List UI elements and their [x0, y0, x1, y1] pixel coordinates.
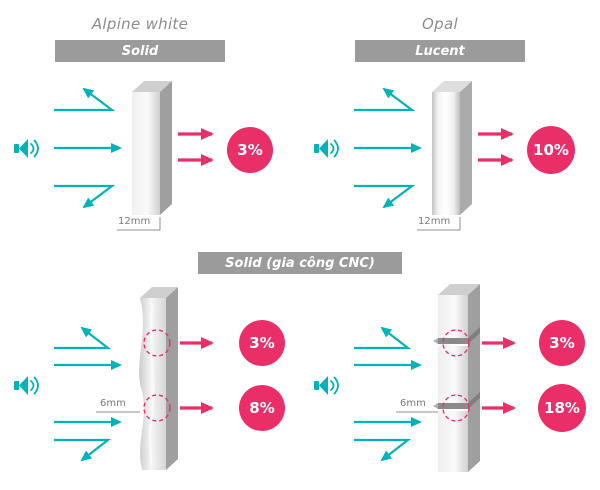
thickness-label: 12mm: [418, 216, 451, 227]
speaker-icon: [14, 376, 39, 395]
transmitted-arrows: [178, 128, 214, 166]
thickness-measure: [117, 217, 161, 231]
scene-cnc-groove: [314, 284, 516, 472]
scene-lucent: [314, 81, 514, 231]
transmission-badge: 18%: [538, 384, 586, 432]
transmitted-arrows: [180, 337, 214, 414]
incident-reflected-arrows: [54, 87, 122, 209]
incident-reflected-arrows: [54, 326, 122, 462]
transmission-badge: 3%: [539, 320, 585, 366]
incident-reflected-arrows: [354, 326, 422, 462]
transmitted-arrows: [482, 337, 516, 414]
sample-point-circles: [143, 329, 171, 422]
thickness-label: 6mm: [100, 398, 126, 409]
panel-lucent-12mm: [432, 81, 472, 215]
type-banner-solid: Solid: [55, 40, 225, 62]
cnc-banner: Solid (gia công CNC): [198, 252, 402, 274]
transmission-badge: 3%: [227, 127, 273, 173]
sample-point-circles: [442, 329, 470, 422]
speaker-icon: [14, 139, 39, 158]
scene-solid: [14, 81, 214, 231]
panel-cnc-groove-6mm: [433, 284, 480, 472]
thickness-label: 12mm: [118, 216, 151, 227]
type-banner-lucent: Lucent: [355, 40, 525, 62]
transmission-badge: 10%: [527, 126, 575, 174]
thickness-measure: [417, 217, 461, 231]
scene-cnc-wave: [14, 287, 214, 470]
transmission-badge: 3%: [239, 320, 285, 366]
panel-solid-12mm: [132, 81, 172, 215]
material-label-alpine-white: Alpine white: [91, 15, 189, 33]
transmitted-arrows: [478, 128, 514, 166]
speaker-icon: [314, 139, 339, 158]
panel-cnc-wave-6mm: [139, 287, 178, 470]
speaker-icon: [314, 376, 339, 395]
incident-reflected-arrows: [354, 87, 422, 209]
transmission-badge: 8%: [239, 385, 285, 431]
material-label-opal: Opal: [422, 15, 458, 33]
thickness-label: 6mm: [400, 398, 426, 409]
